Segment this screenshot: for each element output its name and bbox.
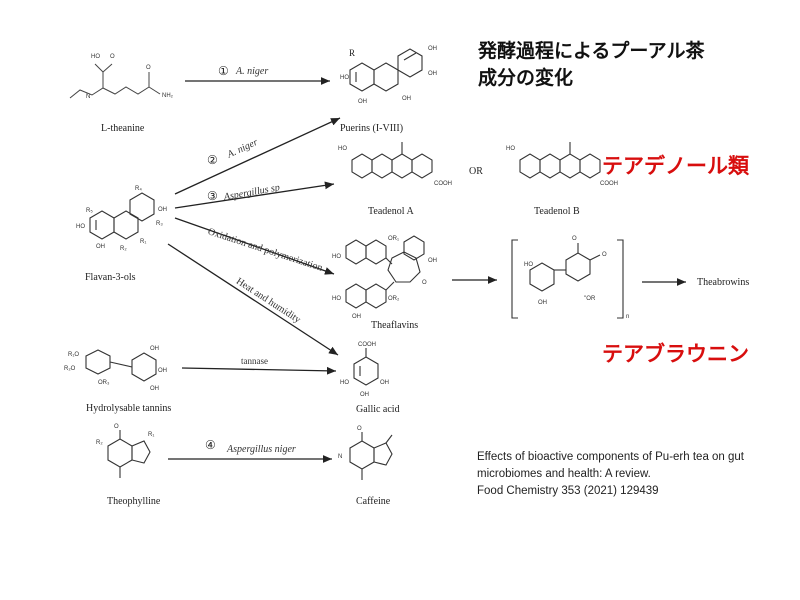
atom-label: O (357, 426, 362, 432)
theabrownin-highlight-label: テアブラウニン (602, 342, 749, 366)
atom-label: N (338, 454, 342, 460)
atom-label: O (146, 65, 151, 71)
arrow-tannins-gallic (181, 366, 337, 375)
compound-flavan-3-ols: Flavan-3-ols (85, 272, 136, 283)
atom-label: OH (358, 99, 367, 105)
atom-label: O (572, 236, 577, 242)
citation-line-2: microbiomes and health: A review. (477, 468, 651, 480)
compound-teadenol-b: Teadenol B (534, 206, 580, 217)
arrow-flavanol-puerins (174, 117, 341, 195)
atom-label: NH₂ (162, 93, 174, 99)
compound-puerins: Puerins (I-VIII) (340, 123, 404, 134)
atom-label: OH (352, 314, 361, 320)
page-title: 発酵過程によるプーアル茶 成分の変化 (478, 38, 704, 92)
compound-caffeine: Caffeine (356, 496, 391, 507)
compound-theaflavins: Theaflavins (371, 320, 419, 331)
gallic-acid-structure (353, 348, 379, 386)
theophylline-structure (107, 430, 151, 478)
atom-label: O (602, 252, 607, 258)
arrow-flavanol-teadenol (174, 181, 335, 209)
puerin-r-group-label: R (349, 48, 356, 58)
atom-label: R₂O (64, 366, 76, 372)
atom-label: HO (340, 75, 349, 81)
compound-gallic-acid: Gallic acid (356, 404, 400, 415)
atom-label: OH (428, 46, 437, 52)
atom-label: OH (402, 96, 411, 102)
atom-label: R₂ (96, 440, 103, 446)
step-1-number: ① (218, 64, 229, 78)
atom-label: O (110, 54, 115, 60)
atom-label: R₅ (86, 208, 93, 214)
atom-label: OH (158, 207, 167, 213)
step-4-number: ④ (205, 438, 216, 452)
atom-label: OH (428, 71, 437, 77)
teadenol-highlight-label: テアデノール類 (602, 154, 749, 178)
atom-label: ''OR (584, 296, 596, 302)
atom-label: R₃ (156, 221, 163, 227)
atom-label: OR₂ (388, 296, 400, 302)
atom-label: HO (332, 254, 341, 260)
title-line-2: 成分の変化 (478, 67, 574, 89)
step-1-label: A. niger (236, 66, 269, 77)
atom-label: OH (158, 368, 167, 374)
step-3-number: ③ (207, 189, 218, 203)
atom-label: OH (150, 346, 159, 352)
citation-line-3: Food Chemistry 353 (2021) 129439 (477, 485, 659, 497)
atom-label: OR₁ (388, 236, 399, 242)
teadenol-a-structure (351, 142, 433, 179)
atom-label: OH (538, 300, 547, 306)
compound-theabrowins: Theabrowins (697, 277, 750, 288)
atom-label: HO (332, 296, 341, 302)
atom-label: HO (506, 146, 515, 152)
step-4-label: Aspergillus niger (227, 444, 296, 455)
atom-label: HO (524, 262, 533, 268)
compound-l-theanine: L-theanine (101, 123, 145, 134)
atom-label: HO (76, 224, 85, 230)
caffeine-structure (349, 432, 393, 480)
citation-line-1: Effects of bioactive components of Pu-er… (477, 451, 745, 463)
citation-block: Effects of bioactive components of Pu-er… (477, 449, 744, 500)
atom-label: COOH (600, 181, 618, 187)
compound-teadenol-a: Teadenol A (368, 206, 414, 217)
or-label: OR (469, 166, 483, 177)
atom-label: OH (428, 258, 437, 264)
atom-label: OR₃ (98, 380, 110, 386)
atom-label: O (422, 280, 427, 286)
arrow-flavanol-theaflavins (174, 217, 335, 275)
atom-label: COOH (434, 181, 452, 187)
teadenol-b-structure (519, 142, 601, 179)
theaflavins-structure (345, 235, 425, 309)
theabrownin-structure (511, 239, 624, 319)
atom-label: OH (360, 392, 369, 398)
atom-label: R₁O (68, 352, 79, 358)
flavan-3-ols-structure (89, 192, 155, 240)
step-2-number: ② (207, 153, 218, 167)
arrow-flavanol-gallic (167, 243, 339, 356)
compound-theophylline: Theophylline (107, 496, 161, 507)
tannase-label: tannase (241, 356, 268, 366)
atom-label: R₄ (135, 186, 142, 192)
atom-label: R₁ (148, 432, 154, 438)
atom-label: N (86, 94, 90, 100)
atom-label: R₁ (140, 239, 146, 245)
puerins-structure (349, 48, 423, 92)
atom-label: OH (380, 380, 389, 386)
atom-label: COOH (358, 342, 376, 348)
atom-label: HO (338, 146, 347, 152)
atom-label: HO (91, 54, 100, 60)
atom-label: OH (96, 244, 105, 250)
compound-hydrolysable-tannins: Hydrolysable tannins (86, 403, 172, 414)
title-line-1: 発酵過程によるプーアル茶 (478, 40, 705, 62)
l-theanine-structure (69, 63, 161, 99)
hydrolysable-tannins-structure (85, 349, 157, 382)
atom-label: n (626, 314, 629, 320)
atom-label: OH (150, 386, 159, 392)
atom-label: O (114, 424, 119, 430)
atom-label: R₂ (120, 246, 127, 252)
atom-label: HO (340, 380, 349, 386)
